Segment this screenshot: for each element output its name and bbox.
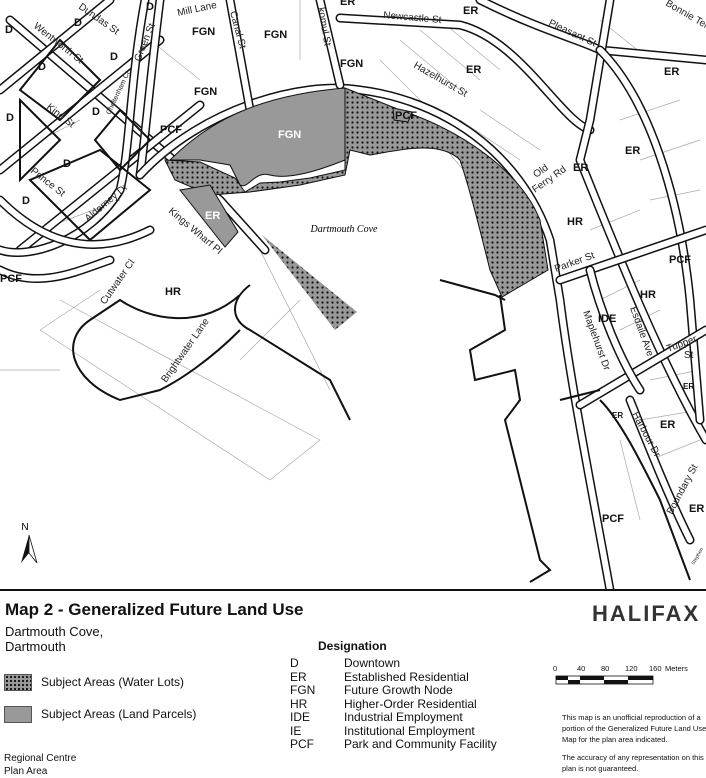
land-parcels-swatch (4, 706, 32, 723)
regional-line: Regional Centre (4, 752, 76, 765)
designation-code: D (290, 657, 344, 671)
zone-label: ER (466, 64, 481, 76)
zone-label: ER (660, 419, 675, 431)
zone-label: PCF (0, 273, 22, 285)
designation-name: Downtown (344, 657, 400, 671)
water-lots-label: Subject Areas (Water Lots) (41, 675, 184, 689)
zone-label: D (92, 106, 100, 118)
zone-label: ER (625, 145, 640, 157)
street-label: Canal St (227, 10, 248, 50)
designation-name: Future Growth Node (344, 684, 453, 698)
designation-code: IDE (290, 711, 344, 725)
zone-label: PCF (669, 254, 691, 266)
zone-label: ER (463, 5, 478, 17)
street-label: Bonnie Ter (664, 0, 706, 32)
street-label: St (684, 350, 694, 361)
disclaimer-reproduction: This map is an unofficial reproduction o… (562, 712, 706, 745)
zone-label: D (63, 158, 71, 170)
zone-label: FGN (340, 58, 363, 70)
zone-label: HR (165, 286, 181, 298)
halifax-logo: HALIFAX (592, 601, 700, 627)
water-lots-swatch (4, 674, 32, 691)
zone-label: ER (612, 411, 623, 420)
zone-label: D (6, 112, 14, 124)
zone-label: ER (205, 210, 220, 222)
zone-label: ER (573, 162, 588, 174)
zone-label: FGN (264, 29, 287, 41)
north-arrow: N (21, 522, 37, 563)
designation-code: PCF (290, 738, 344, 752)
water-label: Dartmouth Cove (310, 224, 379, 235)
scale-tick: 160 (649, 664, 665, 673)
zone-label: D (146, 1, 154, 13)
designation-heading: Designation (318, 639, 387, 653)
zone-label: D (5, 24, 13, 36)
designation-name: Park and Community Facility (344, 738, 497, 752)
map-legend-divider (0, 589, 706, 591)
zone-label: ER (340, 0, 355, 8)
designation-name: Industrial Employment (344, 711, 463, 725)
scale-tick: 80 (601, 664, 625, 673)
zone-label: IDE (598, 313, 616, 325)
zone-label: PCF (160, 124, 182, 136)
designation-name: Established Residential (344, 671, 469, 685)
map-subtitle: Dartmouth Cove, (5, 624, 103, 639)
scale-tick: 0 (553, 664, 577, 673)
zone-label: PCF (395, 110, 417, 122)
land-use-map: Dartmouth Cove D D D D D D D D D FGN FGN… (0, 0, 706, 590)
disclaimer-accuracy: The accuracy of any representation on th… (562, 752, 706, 774)
designation-name: Institutional Employment (344, 725, 475, 739)
regional-centre-label: Regional Centre Plan Area (4, 752, 76, 778)
street-label: Mill Lane (176, 0, 218, 19)
zone-label: FGN (278, 129, 301, 141)
zone-label: D (110, 51, 118, 63)
north-label: N (21, 522, 28, 533)
zone-label: HR (640, 289, 656, 301)
designation-code: HR (290, 698, 344, 712)
zone-label: D (38, 61, 46, 73)
zone-label: ER (683, 382, 694, 391)
designation-name: Higher-Order Residential (344, 698, 477, 712)
zone-label: PCF (602, 513, 624, 525)
map-title: Map 2 - Generalized Future Land Use (5, 600, 304, 620)
designation-code: ER (290, 671, 344, 685)
street-label: Hazelhurst St (412, 60, 470, 100)
zone-label: D (74, 17, 82, 29)
scale-unit: Meters (665, 664, 688, 673)
scale-bar-graphic (553, 674, 703, 686)
zone-label: ER (689, 503, 704, 515)
scale-tick: 40 (577, 664, 601, 673)
zone-label: FGN (192, 26, 215, 38)
zone-label: D (22, 195, 30, 207)
land-parcels-label: Subject Areas (Land Parcels) (41, 707, 196, 721)
scale-tick: 120 (625, 664, 649, 673)
street-label: Stephen (691, 547, 706, 566)
street-label: komul St (315, 7, 333, 47)
zone-label: HR (567, 216, 583, 228)
north-arrow-icon (21, 535, 29, 563)
scale-bar: 0 40 80 120 160 Meters (553, 664, 703, 691)
zone-label: FGN (194, 86, 217, 98)
map-subtitle: Dartmouth (5, 639, 66, 654)
designation-code: FGN (290, 684, 344, 698)
regional-line: Plan Area (4, 765, 76, 778)
zone-label: ER (664, 66, 679, 78)
designation-code: IE (290, 725, 344, 739)
